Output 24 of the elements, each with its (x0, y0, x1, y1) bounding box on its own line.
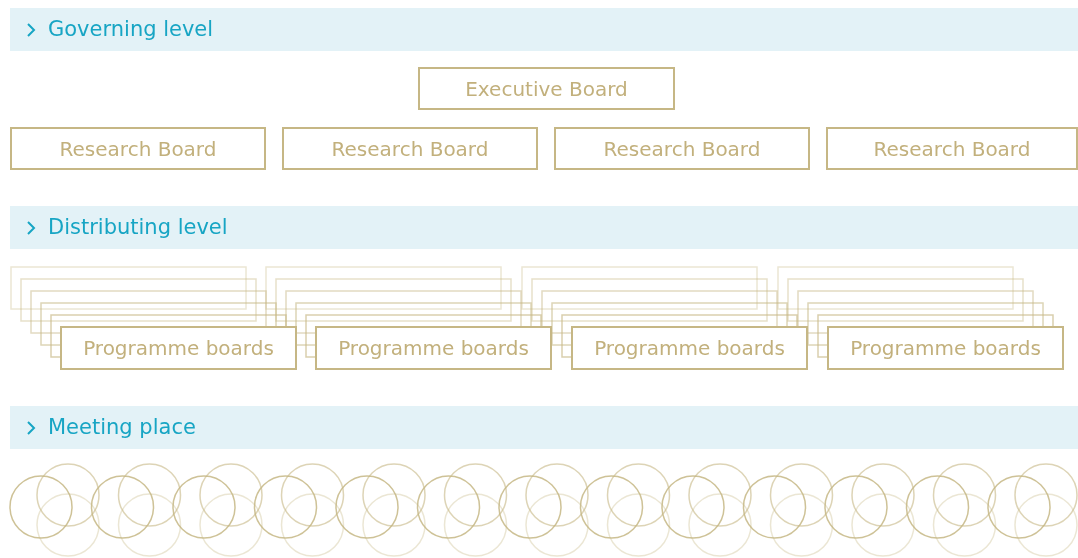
board-label: Research Board (59, 136, 217, 161)
board-label: Research Board (873, 136, 1031, 161)
section-heading: Meeting place (48, 415, 196, 439)
programme-board-box (315, 326, 552, 370)
section-band (10, 8, 1078, 51)
board-box (554, 127, 810, 170)
section-band (10, 206, 1078, 249)
board-label: Programme boards (594, 336, 785, 360)
board-box (418, 67, 675, 110)
board-label: Programme boards (83, 336, 274, 360)
programme-board-box (827, 326, 1064, 370)
board-label: Programme boards (850, 336, 1041, 360)
board-box (10, 127, 266, 170)
board-label: Executive Board (465, 76, 628, 101)
programme-board-box (60, 326, 297, 370)
section-band (10, 406, 1078, 449)
section-heading: Governing level (48, 17, 214, 41)
board-box (826, 127, 1078, 170)
board-box (282, 127, 538, 170)
programme-board-box (571, 326, 808, 370)
board-label: Programme boards (338, 336, 529, 360)
board-label: Research Board (331, 136, 489, 161)
board-label: Research Board (603, 136, 761, 161)
section-heading: Distributing level (48, 215, 228, 239)
